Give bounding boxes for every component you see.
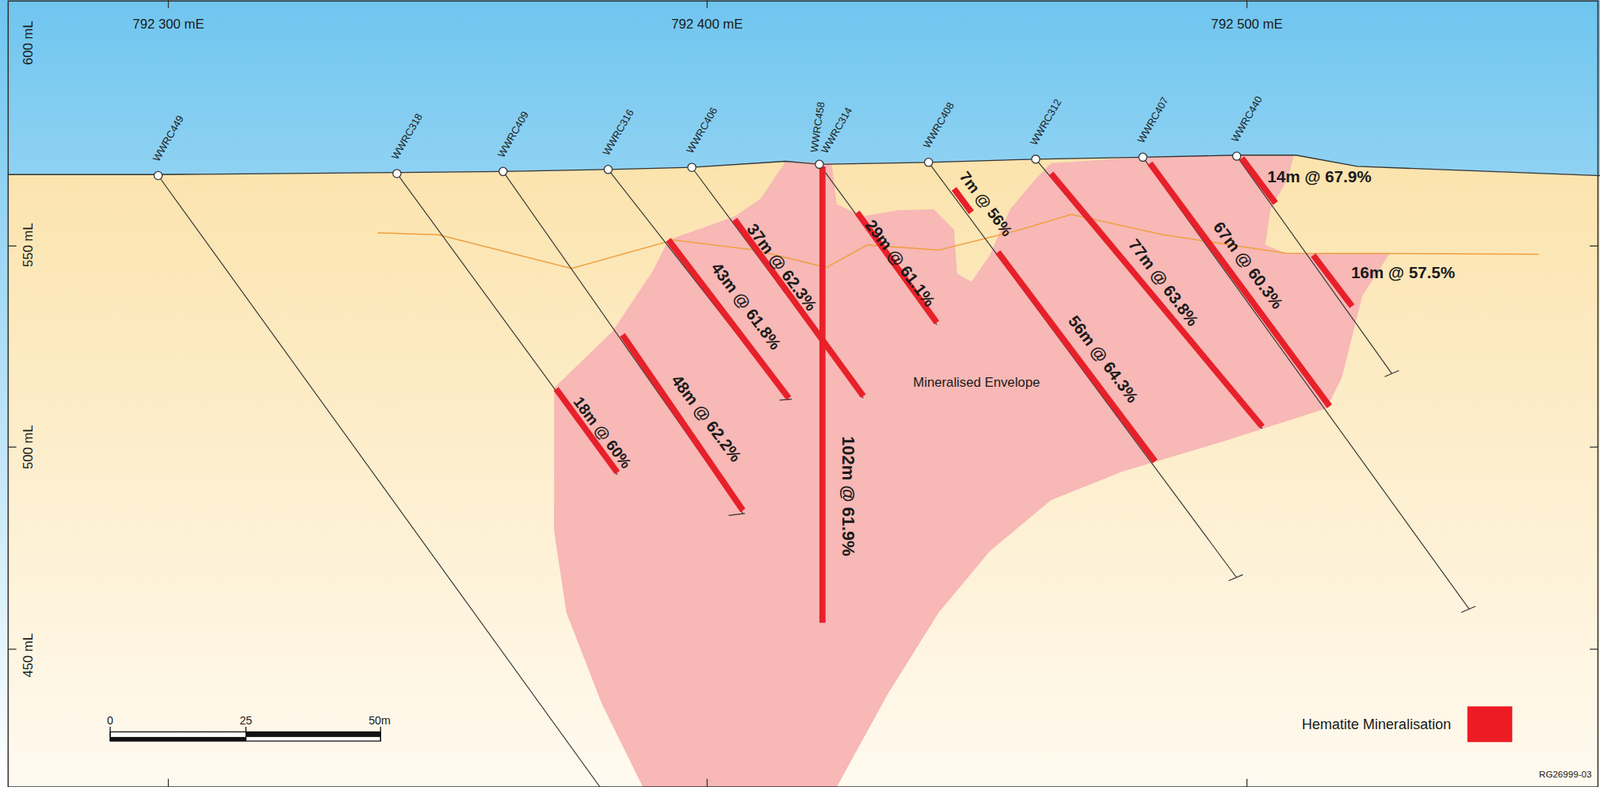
axis-label: 550 mL bbox=[21, 222, 36, 268]
intercept-label: 56m @ 64.3% bbox=[1064, 312, 1142, 406]
legend-swatch bbox=[1467, 706, 1513, 742]
frame-ticks bbox=[7, 0, 1598, 787]
axis-label: 792 400 mE bbox=[671, 17, 743, 32]
collars bbox=[153, 152, 1241, 180]
intercept-label: 77m @ 63.8% bbox=[1124, 236, 1202, 330]
intercept-label: 29m @ 61.1% bbox=[861, 216, 939, 310]
intercept-label: 67m @ 60.3% bbox=[1209, 218, 1287, 313]
hole-name: WWRC449 bbox=[150, 113, 186, 164]
ground bbox=[7, 155, 1600, 787]
scale-label: 25 bbox=[239, 714, 253, 727]
scale-label: 0 bbox=[106, 714, 114, 727]
hole-name: WWRC408 bbox=[920, 99, 956, 150]
hole-name: WWRC409 bbox=[495, 109, 531, 160]
legend-label: Hematite Mineralisation bbox=[1302, 717, 1452, 734]
scale-label: 50m bbox=[368, 714, 391, 727]
axis-label: 450 mL bbox=[21, 633, 36, 678]
hole-name: WWRC440 bbox=[1229, 94, 1264, 145]
hole-name: WWRC316 bbox=[600, 106, 636, 157]
axis-label: 600 mL bbox=[21, 20, 36, 65]
axis-label: 500 mL bbox=[21, 424, 36, 470]
frame bbox=[7, 0, 1598, 787]
intercept-label: 14m @ 67.9% bbox=[1267, 167, 1371, 186]
scale-bar bbox=[110, 726, 381, 741]
intercept-label: 7m @ 56% bbox=[955, 168, 1016, 241]
axis-label: 792 300 mE bbox=[132, 17, 204, 32]
hole-name: WWRC406 bbox=[683, 105, 719, 156]
hole-name: WWRC318 bbox=[389, 111, 424, 162]
intercept-label: 16m @ 57.5% bbox=[1351, 263, 1455, 283]
region-label: Mineralised Envelope bbox=[912, 375, 1040, 390]
intercept-label: 48m @ 62.2% bbox=[668, 371, 745, 466]
intercept-label: 102m @ 61.9% bbox=[837, 435, 857, 557]
hole-name: WWRC312 bbox=[1027, 97, 1063, 148]
drill-traces bbox=[158, 156, 1476, 787]
hematite-intercepts bbox=[556, 158, 1352, 623]
intercept-label: 18m @ 60% bbox=[569, 393, 634, 472]
axis-label: 792 500 mE bbox=[1210, 17, 1283, 32]
intercept-label: 43m @ 61.8% bbox=[707, 259, 785, 353]
hole-name: WWRC407 bbox=[1134, 95, 1170, 146]
intercept-label: 37m @ 62.3% bbox=[743, 220, 821, 314]
drawing-number: RG26999-03 bbox=[1538, 770, 1592, 781]
